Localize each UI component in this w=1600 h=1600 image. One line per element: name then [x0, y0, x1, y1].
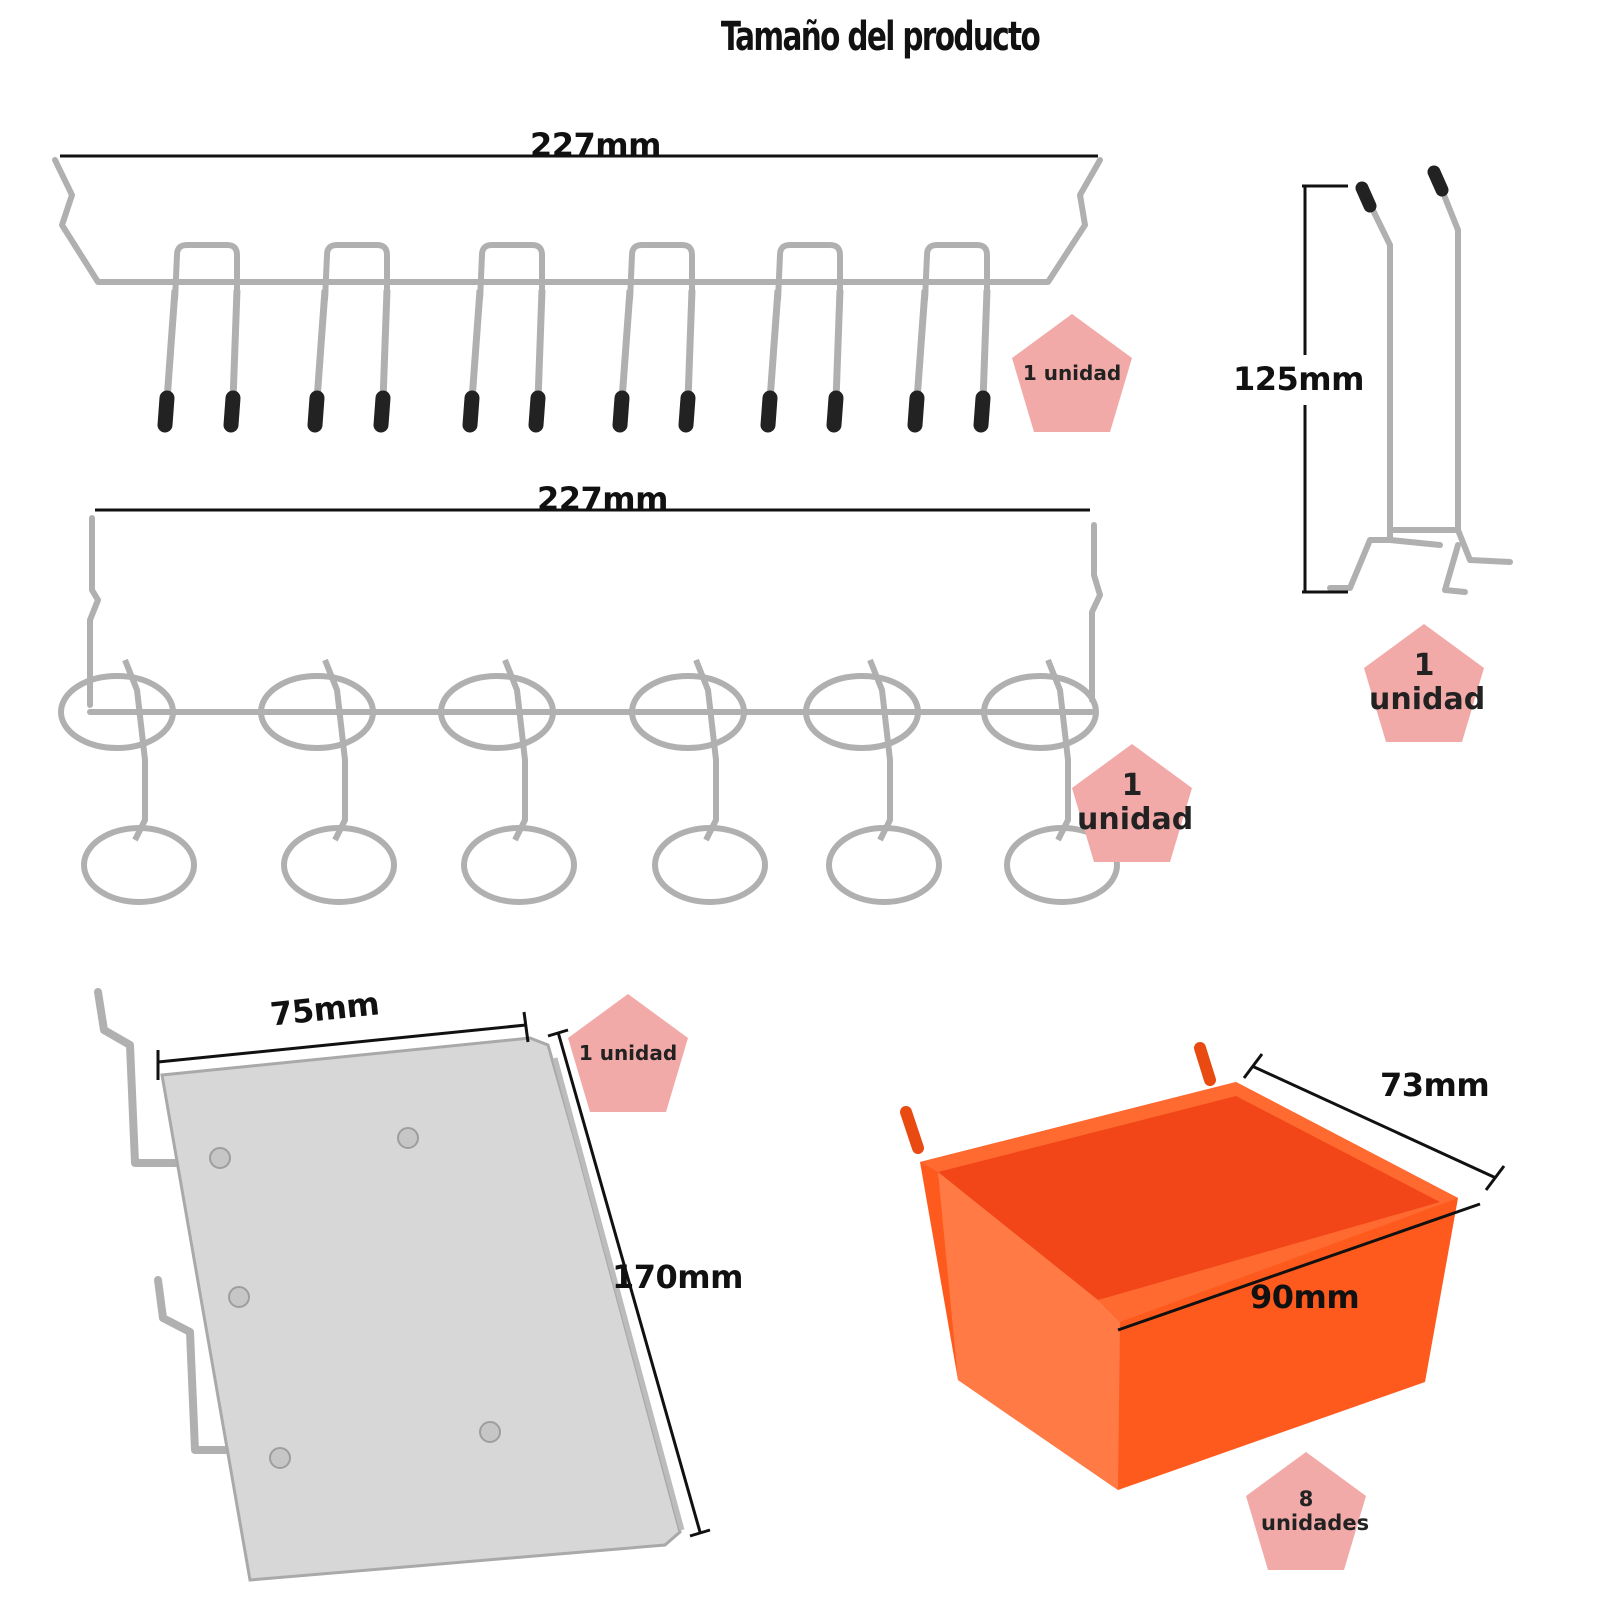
ring-rack-quantity-badge: 1 unidad: [1070, 742, 1194, 864]
ring-holder: [58, 658, 197, 905]
hook-rack-quantity-text: 1 unidad: [1022, 360, 1122, 385]
shelf-quantity-badge: 1 unidad: [566, 992, 690, 1114]
shelf-quantity-text: 1 unidad: [578, 1040, 678, 1065]
bin-quantity-badge: 8 unidades: [1244, 1450, 1370, 1572]
hook-rack-quantity-badge: 1 unidad: [1010, 312, 1134, 434]
hook-pair: [760, 242, 844, 433]
hook-pair: [462, 242, 546, 433]
ring-holder: [803, 658, 942, 905]
hook-pair: [157, 242, 241, 433]
bin-quantity-text: 8 unidades: [1261, 1486, 1370, 1535]
hook-pair: [907, 242, 991, 433]
hook-rack-width-label: 227mm: [530, 126, 661, 164]
ring-holder: [438, 658, 577, 905]
shelf-depth-label: 170mm: [612, 1258, 743, 1296]
page-title: Tamaño del producto: [720, 14, 1041, 60]
ring-holder: [981, 658, 1120, 905]
hook-pair: [307, 242, 391, 433]
double-hook-height-label: 125mm: [1233, 360, 1364, 398]
hook-pair: [612, 242, 696, 433]
double-hook-quantity-badge: 1 unidad: [1362, 622, 1486, 744]
bin-width-label: 90mm: [1250, 1278, 1360, 1316]
double-hook-quantity-text: 1 unidad: [1369, 647, 1486, 717]
ring-rack-quantity-text: 1 unidad: [1077, 767, 1194, 837]
ring-holder: [258, 658, 397, 905]
ring-rack-width-label: 227mm: [537, 480, 668, 518]
ring-holder: [629, 658, 768, 905]
bin-depth-label: 73mm: [1380, 1066, 1490, 1104]
